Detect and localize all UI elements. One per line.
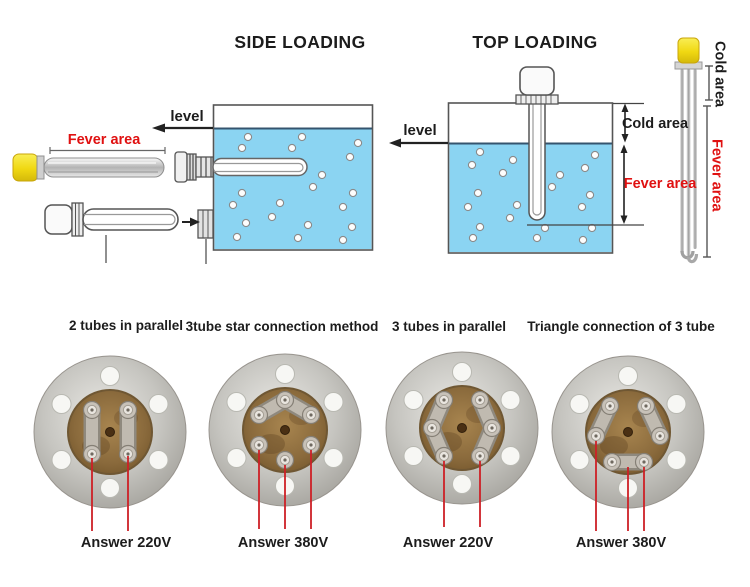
flange-photo-3-tubes-parallel [385,351,539,527]
cold-area-arrow [613,102,644,143]
side-loading-tank [212,104,374,251]
connection-label: Triangle connection of 3 tube [527,319,715,334]
side-level-label: level [170,108,204,125]
fever-area-arrow [527,144,644,226]
photo-cold-area-label: Cold area [711,41,728,108]
connection-label: 3tube star connection method [185,319,379,334]
connection-label: 2 tubes in parallel [68,318,184,333]
insert-arrow [190,217,200,227]
answer-label: Answer 380V [237,535,329,551]
flange-photo-2-tubes-parallel [33,355,187,531]
connection-label: 3 tubes in parallel [391,319,507,334]
side-fever-area-label: Fever area [67,132,141,148]
top-loading-title: TOP LOADING [472,32,598,52]
answer-label: Answer 220V [402,535,494,551]
leader-lines [595,441,645,531]
top-cold-area-label: Cold area [621,116,689,132]
side-heater-photo [12,147,166,182]
answer-label: Answer 220V [80,535,172,551]
water-bubbles [228,132,363,245]
top-level-label: level [403,122,437,139]
leader-lines [443,461,481,527]
leader-lines [258,450,312,529]
top-inserted-heater [515,66,559,221]
water-bubbles [463,147,600,245]
leader-lines [91,456,129,531]
vertical-heater-photo [674,37,713,264]
side-level-arrow [152,123,213,133]
photo-fever-area-label: Fever area [708,139,725,212]
answer-label: Answer 380V [575,535,667,551]
flange-photo-3-tube-star [208,353,362,529]
side-inserted-heater [174,151,308,183]
installation-diagram [12,37,713,264]
flange-photo-3-tube-triangle [551,355,705,531]
yellow-cap [677,37,700,64]
side-heater-drawing [44,202,200,263]
top-level-arrow [389,138,448,148]
side-lower-socket [197,209,214,264]
top-fever-area-label: Fever area [623,176,697,192]
side-loading-title: SIDE LOADING [234,32,366,52]
yellow-cap [12,153,39,182]
